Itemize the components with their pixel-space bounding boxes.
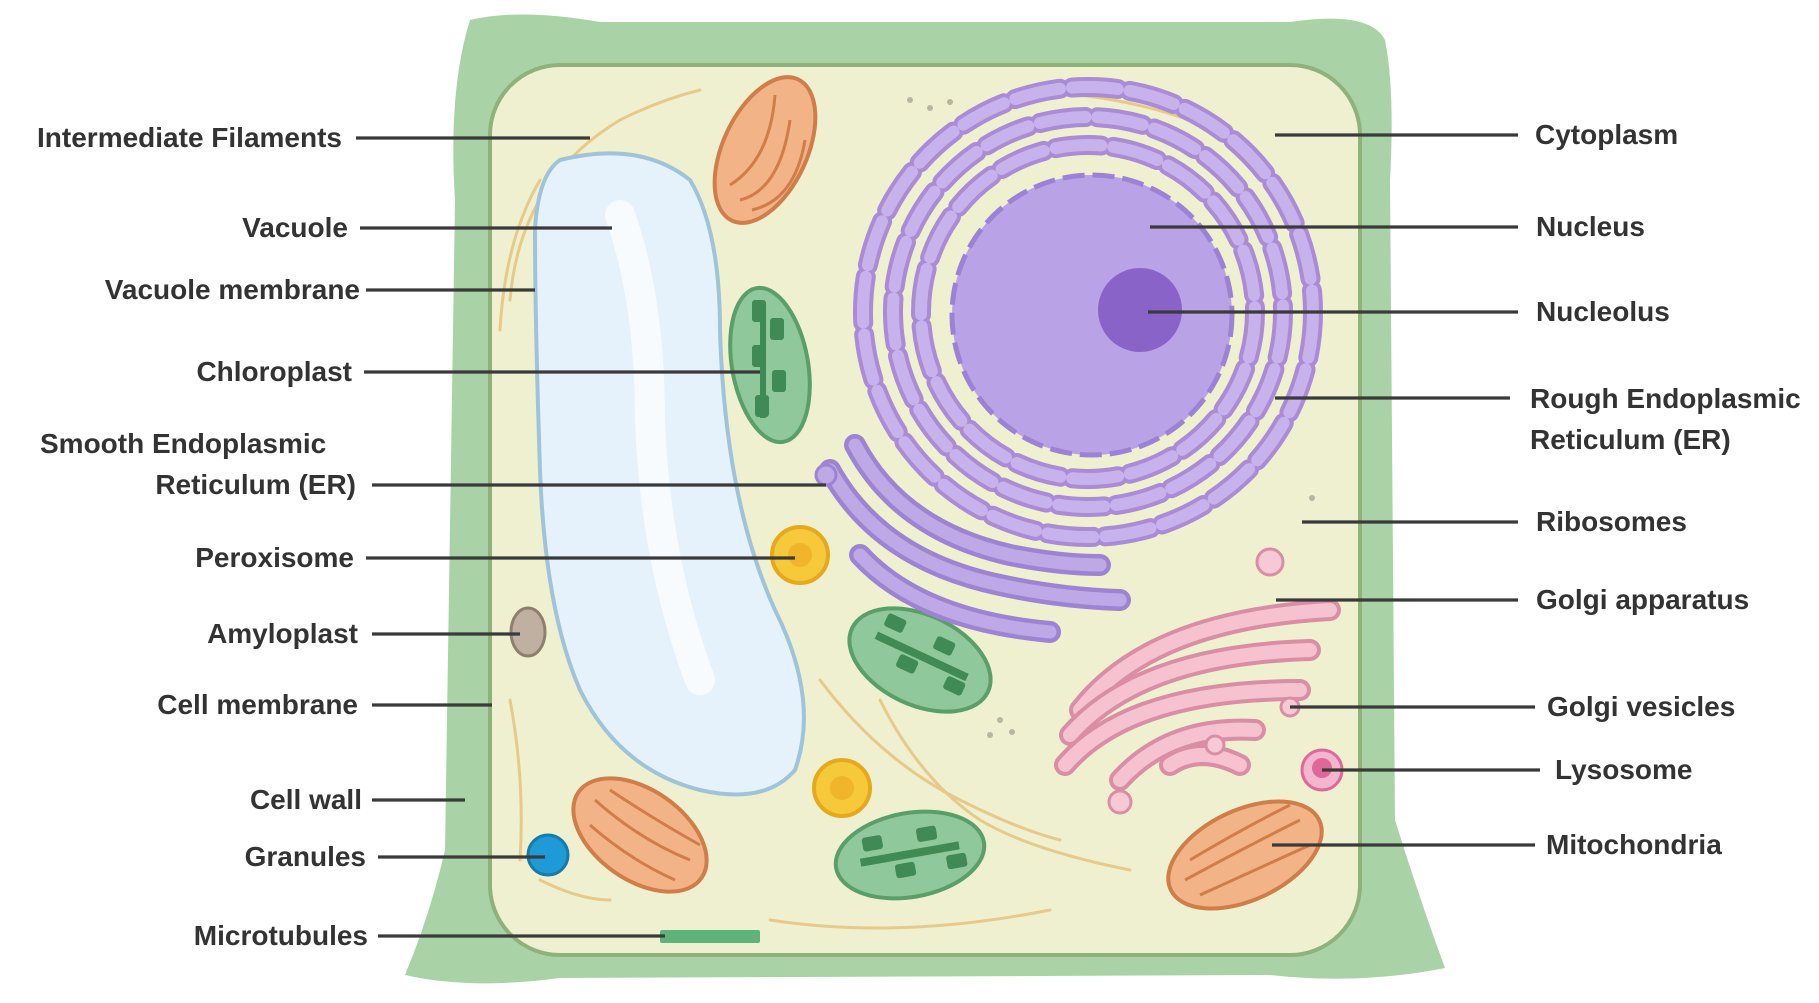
peroxisome-2 [814,760,870,816]
label-mitochondria: Mitochondria [1546,829,1722,860]
label-cell-wall: Cell wall [250,784,362,815]
label-microtubules: Microtubules [194,920,368,951]
label-nucleolus: Nucleolus [1536,296,1670,327]
label-cytoplasm: Cytoplasm [1535,119,1678,150]
label-smooth-er-line2: Reticulum (ER) [155,469,356,500]
granules [528,835,568,875]
nucleolus [1098,268,1182,352]
microtubules [660,930,760,943]
label-granules: Granules [245,841,366,872]
label-peroxisome: Peroxisome [195,542,354,573]
peroxisome [772,527,828,583]
label-lysosome: Lysosome [1555,754,1692,785]
right-labels: Cytoplasm Nucleus Nucleolus Rough Endopl… [1530,119,1801,860]
label-vacuole-membrane: Vacuole membrane [105,274,360,305]
nucleus [952,175,1232,455]
left-labels: Intermediate Filaments Vacuole Vacuole m… [37,122,368,951]
label-smooth-er-line1: Smooth Endoplasmic [40,428,326,459]
label-rough-er-line1: Rough Endoplasmic [1530,383,1801,414]
label-amyloplast: Amyloplast [207,618,358,649]
label-vacuole: Vacuole [242,212,348,243]
label-nucleus: Nucleus [1536,211,1645,242]
amyloplast [511,608,545,656]
label-intermediate-filaments: Intermediate Filaments [37,122,342,153]
label-golgi-apparatus: Golgi apparatus [1536,584,1749,615]
label-rough-er-line2: Reticulum (ER) [1530,424,1731,455]
label-ribosomes: Ribosomes [1536,506,1687,537]
label-cell-membrane: Cell membrane [157,689,358,720]
label-chloroplast: Chloroplast [196,356,352,387]
label-golgi-vesicles: Golgi vesicles [1547,691,1735,722]
